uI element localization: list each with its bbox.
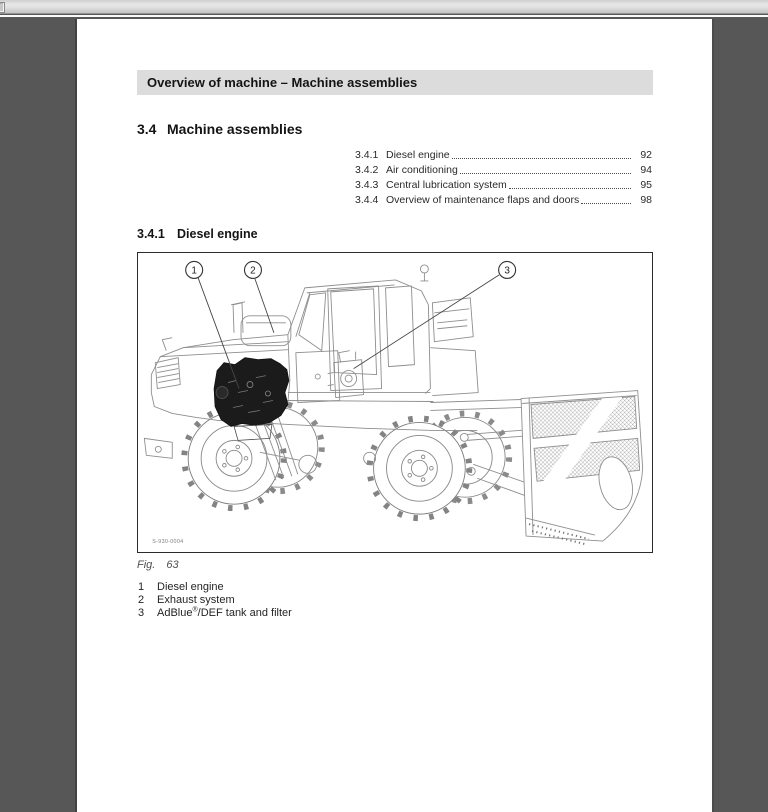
toc-entry-page: 98 bbox=[640, 194, 652, 206]
toc-entry-title: Air conditioning bbox=[386, 164, 458, 176]
figure-callouts: 1 2 3 bbox=[185, 260, 517, 389]
callout-1: 1 bbox=[185, 260, 204, 279]
blade-drawing bbox=[430, 390, 644, 545]
legend-item: 3 AdBlue®/DEF tank and filter bbox=[138, 605, 292, 620]
section-number: 3.4 bbox=[137, 121, 157, 137]
legend-item-number: 3 bbox=[138, 606, 145, 619]
toc-entry[interactable]: 3.4.2 Air conditioning 94 bbox=[355, 161, 652, 176]
toc-entry-number: 3.4.2 bbox=[355, 164, 379, 176]
legend-item-label: Exhaust system bbox=[157, 593, 235, 606]
toc-block: 3.4.1 Diesel engine 92 3.4.2 Air conditi… bbox=[355, 146, 652, 206]
toc-entry-number: 3.4.1 bbox=[355, 149, 379, 161]
toc-entry-title: Overview of maintenance flaps and doors bbox=[386, 194, 580, 206]
svg-text:1: 1 bbox=[191, 266, 197, 277]
legend-item-label: Diesel engine bbox=[157, 581, 224, 593]
engine-drawing bbox=[213, 357, 290, 441]
toc-entry-number: 3.4.4 bbox=[355, 194, 379, 206]
toc-dot-leader bbox=[459, 173, 631, 174]
figure-caption-label: Fig. bbox=[137, 559, 156, 571]
toc-entry-title: Central lubrication system bbox=[386, 179, 507, 191]
toc-entry[interactable]: 3.4.4 Overview of maintenance flaps and … bbox=[355, 191, 652, 206]
toc-entry[interactable]: 3.4.3 Central lubrication system 95 bbox=[355, 176, 652, 191]
page-header-bar: Overview of machine – Machine assemblies bbox=[137, 70, 653, 95]
legend-item-number: 2 bbox=[138, 593, 145, 606]
callout-2: 2 bbox=[243, 260, 262, 279]
figure-frame: 1 2 3 S-930-0004 bbox=[137, 252, 653, 553]
subsection-number: 3.4.1 bbox=[137, 227, 165, 241]
figure-legend: 1 Diesel engine 2 Exhaust system 3 AdBlu… bbox=[138, 581, 292, 619]
toc-dot-leader bbox=[508, 188, 631, 189]
toc-dot-leader bbox=[451, 158, 631, 159]
legend-item: 1 Diesel engine bbox=[138, 581, 292, 594]
callout-3: 3 bbox=[498, 260, 517, 279]
toc-entry[interactable]: 3.4.1 Diesel engine 92 bbox=[355, 146, 652, 161]
svg-text:2: 2 bbox=[250, 266, 256, 277]
legend-item-number: 1 bbox=[138, 581, 145, 593]
toolbar-separator bbox=[0, 15, 768, 17]
toc-entry-page: 95 bbox=[640, 179, 652, 191]
figure-caption-number: 63 bbox=[166, 559, 179, 571]
legend-item: 2 Exhaust system bbox=[138, 594, 292, 607]
subsection-title: Diesel engine bbox=[177, 227, 258, 241]
figure-caption: Fig. 63 bbox=[137, 559, 179, 571]
section-heading: 3.4 Machine assemblies bbox=[137, 121, 302, 137]
svg-text:3: 3 bbox=[504, 266, 510, 277]
document-page: Overview of machine – Machine assemblies… bbox=[77, 19, 712, 812]
subsection-heading: 3.4.1 Diesel engine bbox=[137, 227, 258, 241]
figure-code: S-930-0004 bbox=[152, 539, 183, 545]
viewer-toolbar bbox=[0, 0, 768, 14]
toc-entry-page: 92 bbox=[640, 149, 652, 161]
legend-item-label: AdBlue®/DEF tank and filter bbox=[157, 605, 292, 619]
toc-entry-number: 3.4.3 bbox=[355, 179, 379, 191]
machine-illustration: 1 2 3 S-930-0004 bbox=[143, 260, 644, 545]
toc-dot-leader bbox=[581, 203, 631, 204]
section-title: Machine assemblies bbox=[167, 121, 303, 137]
toc-entry-page: 94 bbox=[640, 164, 652, 176]
toolbar-button[interactable] bbox=[0, 2, 5, 13]
toc-entry-title: Diesel engine bbox=[386, 149, 450, 161]
page-header-title: Overview of machine – Machine assemblies bbox=[147, 75, 418, 90]
